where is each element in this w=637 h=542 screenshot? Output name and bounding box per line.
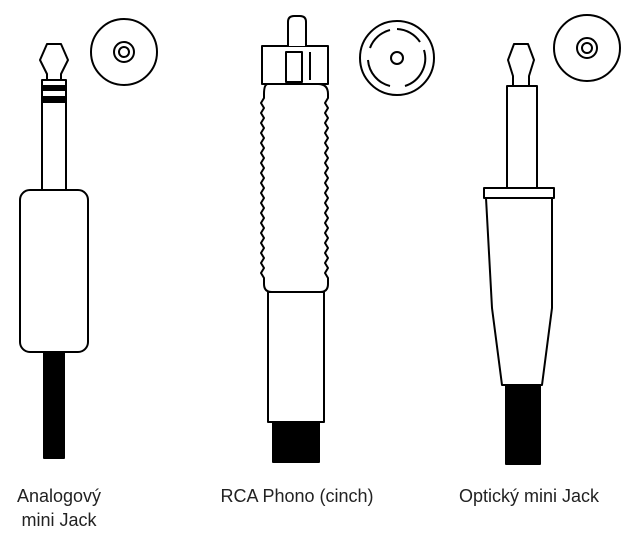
analog-tip [39, 43, 69, 81]
optical-shaft [506, 85, 538, 189]
analog-body [19, 189, 89, 353]
rca-grip-body [260, 83, 329, 293]
rca-sleeve-slot [285, 51, 303, 83]
optical-mini-jack-label: Optický mini Jack [458, 486, 600, 506]
optical-end-view-icon [553, 14, 621, 82]
rca-cable [272, 419, 320, 463]
rca-plug-icon [260, 15, 435, 463]
optical-tip [507, 43, 535, 87]
analog-cable [43, 349, 65, 459]
optical-body [485, 197, 553, 386]
optical-flange [483, 187, 555, 199]
analog-end-view-icon [90, 18, 158, 86]
analog-ring-2 [41, 96, 67, 103]
rca-phono-label: RCA Phono (cinch) [220, 486, 374, 506]
optical-cable [505, 379, 541, 465]
rca-center-pin [287, 15, 307, 46]
analog-mini-jack-plug-icon [19, 18, 158, 459]
analog-ring-1 [41, 85, 67, 91]
rca-end-view-icon [359, 20, 435, 96]
rca-strain-relief [267, 291, 325, 423]
optical-mini-jack-plug-icon [483, 14, 621, 465]
analog-mini-jack-label: Analogový mini Jack [16, 486, 102, 530]
